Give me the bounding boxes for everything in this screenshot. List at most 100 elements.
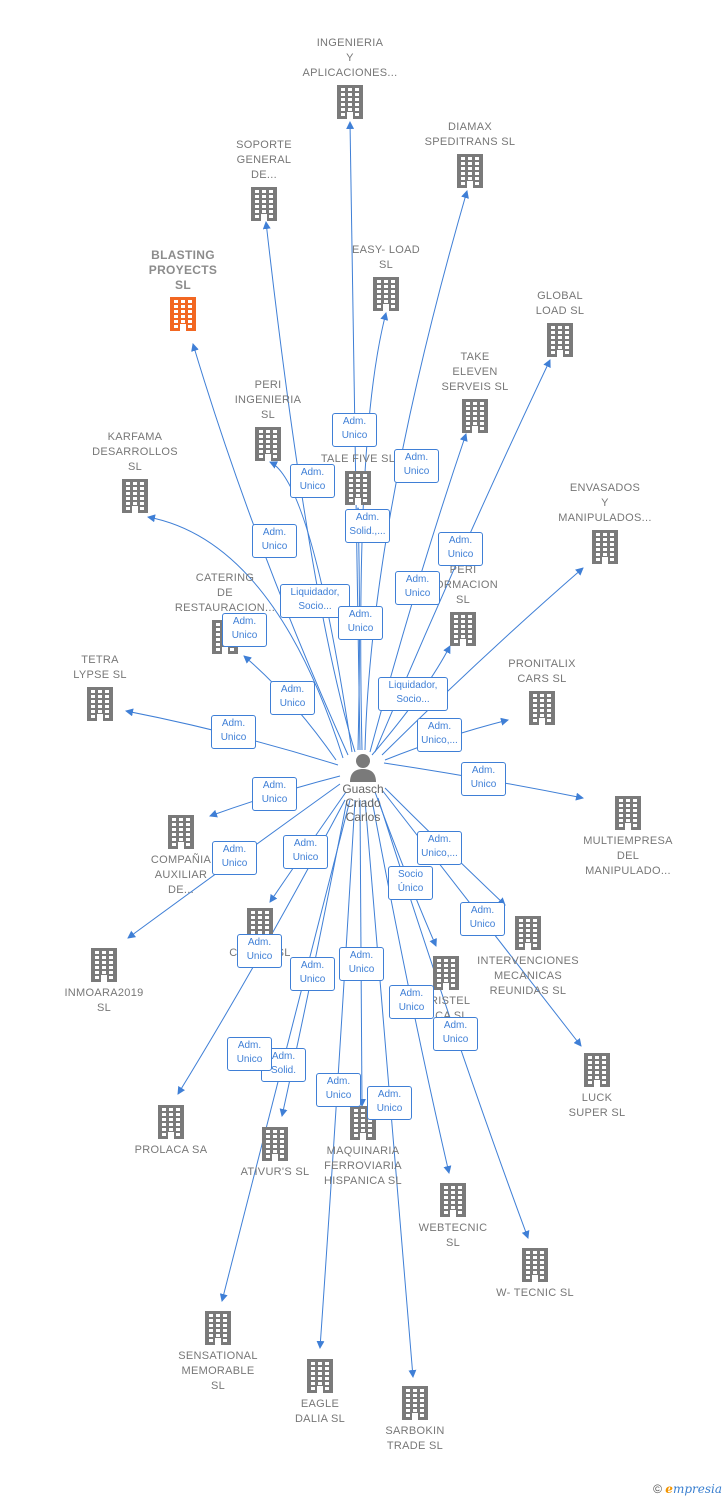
company-luck[interactable]: LUCK SUPER SL	[537, 1053, 657, 1121]
role-badge-sensational[interactable]: Adm. Unico	[316, 1073, 361, 1107]
role-badge-easyload[interactable]: Adm. Unico	[332, 413, 377, 447]
company-ativurs[interactable]: ATIVUR'S SL	[215, 1127, 335, 1180]
building-icon	[371, 277, 401, 311]
company-label: SARBOKIN TRADE SL	[385, 1425, 445, 1452]
copyright-symbol: ©	[653, 1482, 662, 1496]
building-icon	[249, 187, 279, 221]
company-periformacion[interactable]: PERI FORMACION SL	[403, 563, 523, 646]
person-node[interactable]: Guasch Criado Carlos	[328, 752, 398, 824]
company-label: BLASTING PROYECTS SL	[148, 248, 218, 292]
brand-rest: mpresia	[672, 1482, 722, 1496]
company-envasados[interactable]: ENVASADOS Y MANIPULADOS...	[545, 481, 665, 564]
company-compania[interactable]: COMPAÑIA AUXILIAR DE...	[121, 815, 241, 898]
company-eagle[interactable]: EAGLE DALIA SL	[260, 1359, 380, 1427]
building-icon	[545, 323, 575, 357]
role-badge-envasados[interactable]: Liquidador, Socio...	[378, 677, 448, 711]
company-intervenciones[interactable]: INTERVENCIONES MECANICAS REUNIDAS SL	[468, 916, 588, 999]
role-badge-blasting[interactable]: Adm. Unico	[211, 715, 256, 749]
building-icon	[448, 612, 478, 646]
company-label: W- TECNIC SL	[496, 1287, 574, 1299]
company-maquinaria[interactable]: MAQUINARIA FERROVIARIA HISPANICA SL	[303, 1106, 423, 1189]
company-blasting[interactable]: BLASTING PROYECTS SL	[123, 248, 243, 331]
company-prolaca[interactable]: PROLACA SA	[111, 1105, 231, 1158]
building-icon	[305, 1359, 335, 1393]
role-badge-cristel[interactable]: Socio Único	[388, 866, 433, 900]
building-icon	[613, 796, 643, 830]
company-label: INTERVENCIONES MECANICAS REUNIDAS SL	[477, 955, 579, 997]
role-badge-pronitalix[interactable]: Adm. Unico,...	[417, 718, 462, 752]
role-badge-ingenieria[interactable]: Adm. Unico	[338, 606, 383, 640]
role-badge-inmoara[interactable]: Adm. Unico	[237, 934, 282, 968]
role-badge-webtecnic[interactable]: Adm. Unico	[433, 1017, 478, 1051]
company-label: PERI INGENIERIA SL	[234, 379, 302, 421]
building-icon	[120, 479, 150, 513]
role-badge-maquinaria[interactable]: Adm. Unico	[389, 985, 434, 1019]
role-badge-karfama[interactable]: Adm. Unico	[222, 613, 267, 647]
role-badge-ciudad[interactable]: Adm. Unico	[283, 835, 328, 869]
company-peri[interactable]: PERI INGENIERIA SL	[208, 378, 328, 461]
company-sensational[interactable]: SENSATIONAL MEMORABLE SL	[158, 1311, 278, 1394]
edge-soporte	[262, 221, 356, 753]
brand-initial: e	[665, 1482, 673, 1496]
building-icon	[85, 687, 115, 721]
company-globalload[interactable]: GLOBAL LOAD SL	[500, 289, 620, 357]
company-webtecnic[interactable]: WEBTECNIC SL	[393, 1183, 513, 1251]
role-badge-peri[interactable]: Adm. Unico	[252, 524, 297, 558]
person-name: Guasch Criado Carlos	[342, 782, 384, 824]
company-pronitalix[interactable]: PRONITALIX CARS SL	[482, 657, 602, 725]
company-sarbokin[interactable]: SARBOKIN TRADE SL	[355, 1386, 475, 1454]
building-icon	[89, 948, 119, 982]
role-badge-compania[interactable]: Adm. Unico	[212, 841, 257, 875]
building-icon	[438, 1183, 468, 1217]
role-badge-catering[interactable]: Adm. Unico	[270, 681, 315, 715]
role-badge-multiempresa[interactable]: Adm. Unico	[461, 762, 506, 796]
company-label: INMOARA2019 SL	[64, 987, 144, 1014]
company-diamax[interactable]: DIAMAX SPEDITRANS SL	[410, 120, 530, 188]
building-icon	[460, 399, 490, 433]
building-icon	[260, 1127, 290, 1161]
company-label: EASY- LOAD SL	[351, 244, 420, 271]
company-tetralypse[interactable]: TETRA LYPSE SL	[40, 653, 160, 721]
building-icon	[527, 691, 557, 725]
company-label: TAKE ELEVEN SERVEIS SL	[441, 351, 509, 393]
role-badge-diamax[interactable]: Adm. Solid.,...	[345, 509, 390, 543]
company-label: MAQUINARIA FERROVIARIA HISPANICA SL	[324, 1145, 402, 1187]
role-badge-ativurs[interactable]: Adm. Unico	[339, 947, 384, 981]
edge-karfama	[147, 514, 344, 759]
company-label: PRONITALIX CARS SL	[508, 658, 576, 685]
company-label: EAGLE DALIA SL	[294, 1398, 346, 1425]
brand-logo[interactable]: empresia	[665, 1482, 722, 1496]
company-label: DIAMAX SPEDITRANS SL	[424, 121, 516, 148]
role-badge-sarbokin[interactable]: Adm. Unico	[227, 1037, 272, 1071]
person-icon	[350, 754, 376, 782]
role-badge-intervenciones[interactable]: Adm. Unico,...	[417, 831, 462, 865]
company-ingenieria[interactable]: INGENIERIA Y APLICACIONES...	[290, 36, 410, 119]
company-label: INGENIERIA Y APLICACIONES...	[302, 37, 398, 79]
company-easyload[interactable]: EASY- LOAD SL	[326, 243, 446, 311]
role-badge-luck[interactable]: Adm. Unico	[460, 902, 505, 936]
role-badge-eagle[interactable]: Adm. Unico	[367, 1086, 412, 1120]
company-label: CATERING DE RESTAURACION...	[174, 572, 276, 614]
building-icon	[582, 1053, 612, 1087]
edge-peri	[269, 461, 353, 753]
company-soporte[interactable]: SOPORTE GENERAL DE...	[204, 138, 324, 221]
role-badge-takeeleven[interactable]: Adm. Unico	[394, 449, 439, 483]
company-label: GLOBAL LOAD SL	[535, 290, 585, 317]
company-takeeleven[interactable]: TAKE ELEVEN SERVEIS SL	[415, 350, 535, 433]
building-icon	[343, 471, 373, 505]
company-label: LUCK SUPER SL	[568, 1092, 626, 1119]
company-karfama[interactable]: KARFAMA DESARROLLOS SL	[75, 430, 195, 513]
role-badge-prolaca[interactable]: Adm. Unico	[290, 957, 335, 991]
role-badge-talefive[interactable]: Adm. Unico	[290, 464, 335, 498]
role-badge-tetralypse[interactable]: Adm. Unico	[252, 777, 297, 811]
company-wtecnic[interactable]: W- TECNIC SL	[475, 1248, 595, 1301]
company-inmoara[interactable]: INMOARA2019 SL	[44, 948, 164, 1016]
building-icon	[431, 956, 461, 990]
role-badge-globalload[interactable]: Adm. Unico	[438, 532, 483, 566]
company-talefive[interactable]: TALE FIVE SL	[298, 452, 418, 505]
role-badge-periformacion[interactable]: Adm. Unico	[395, 571, 440, 605]
credit: © empresia	[653, 1482, 722, 1496]
company-label: PROLACA SA	[134, 1144, 208, 1156]
company-multiempresa[interactable]: MULTIEMPRESA DEL MANIPULADO...	[568, 796, 688, 879]
